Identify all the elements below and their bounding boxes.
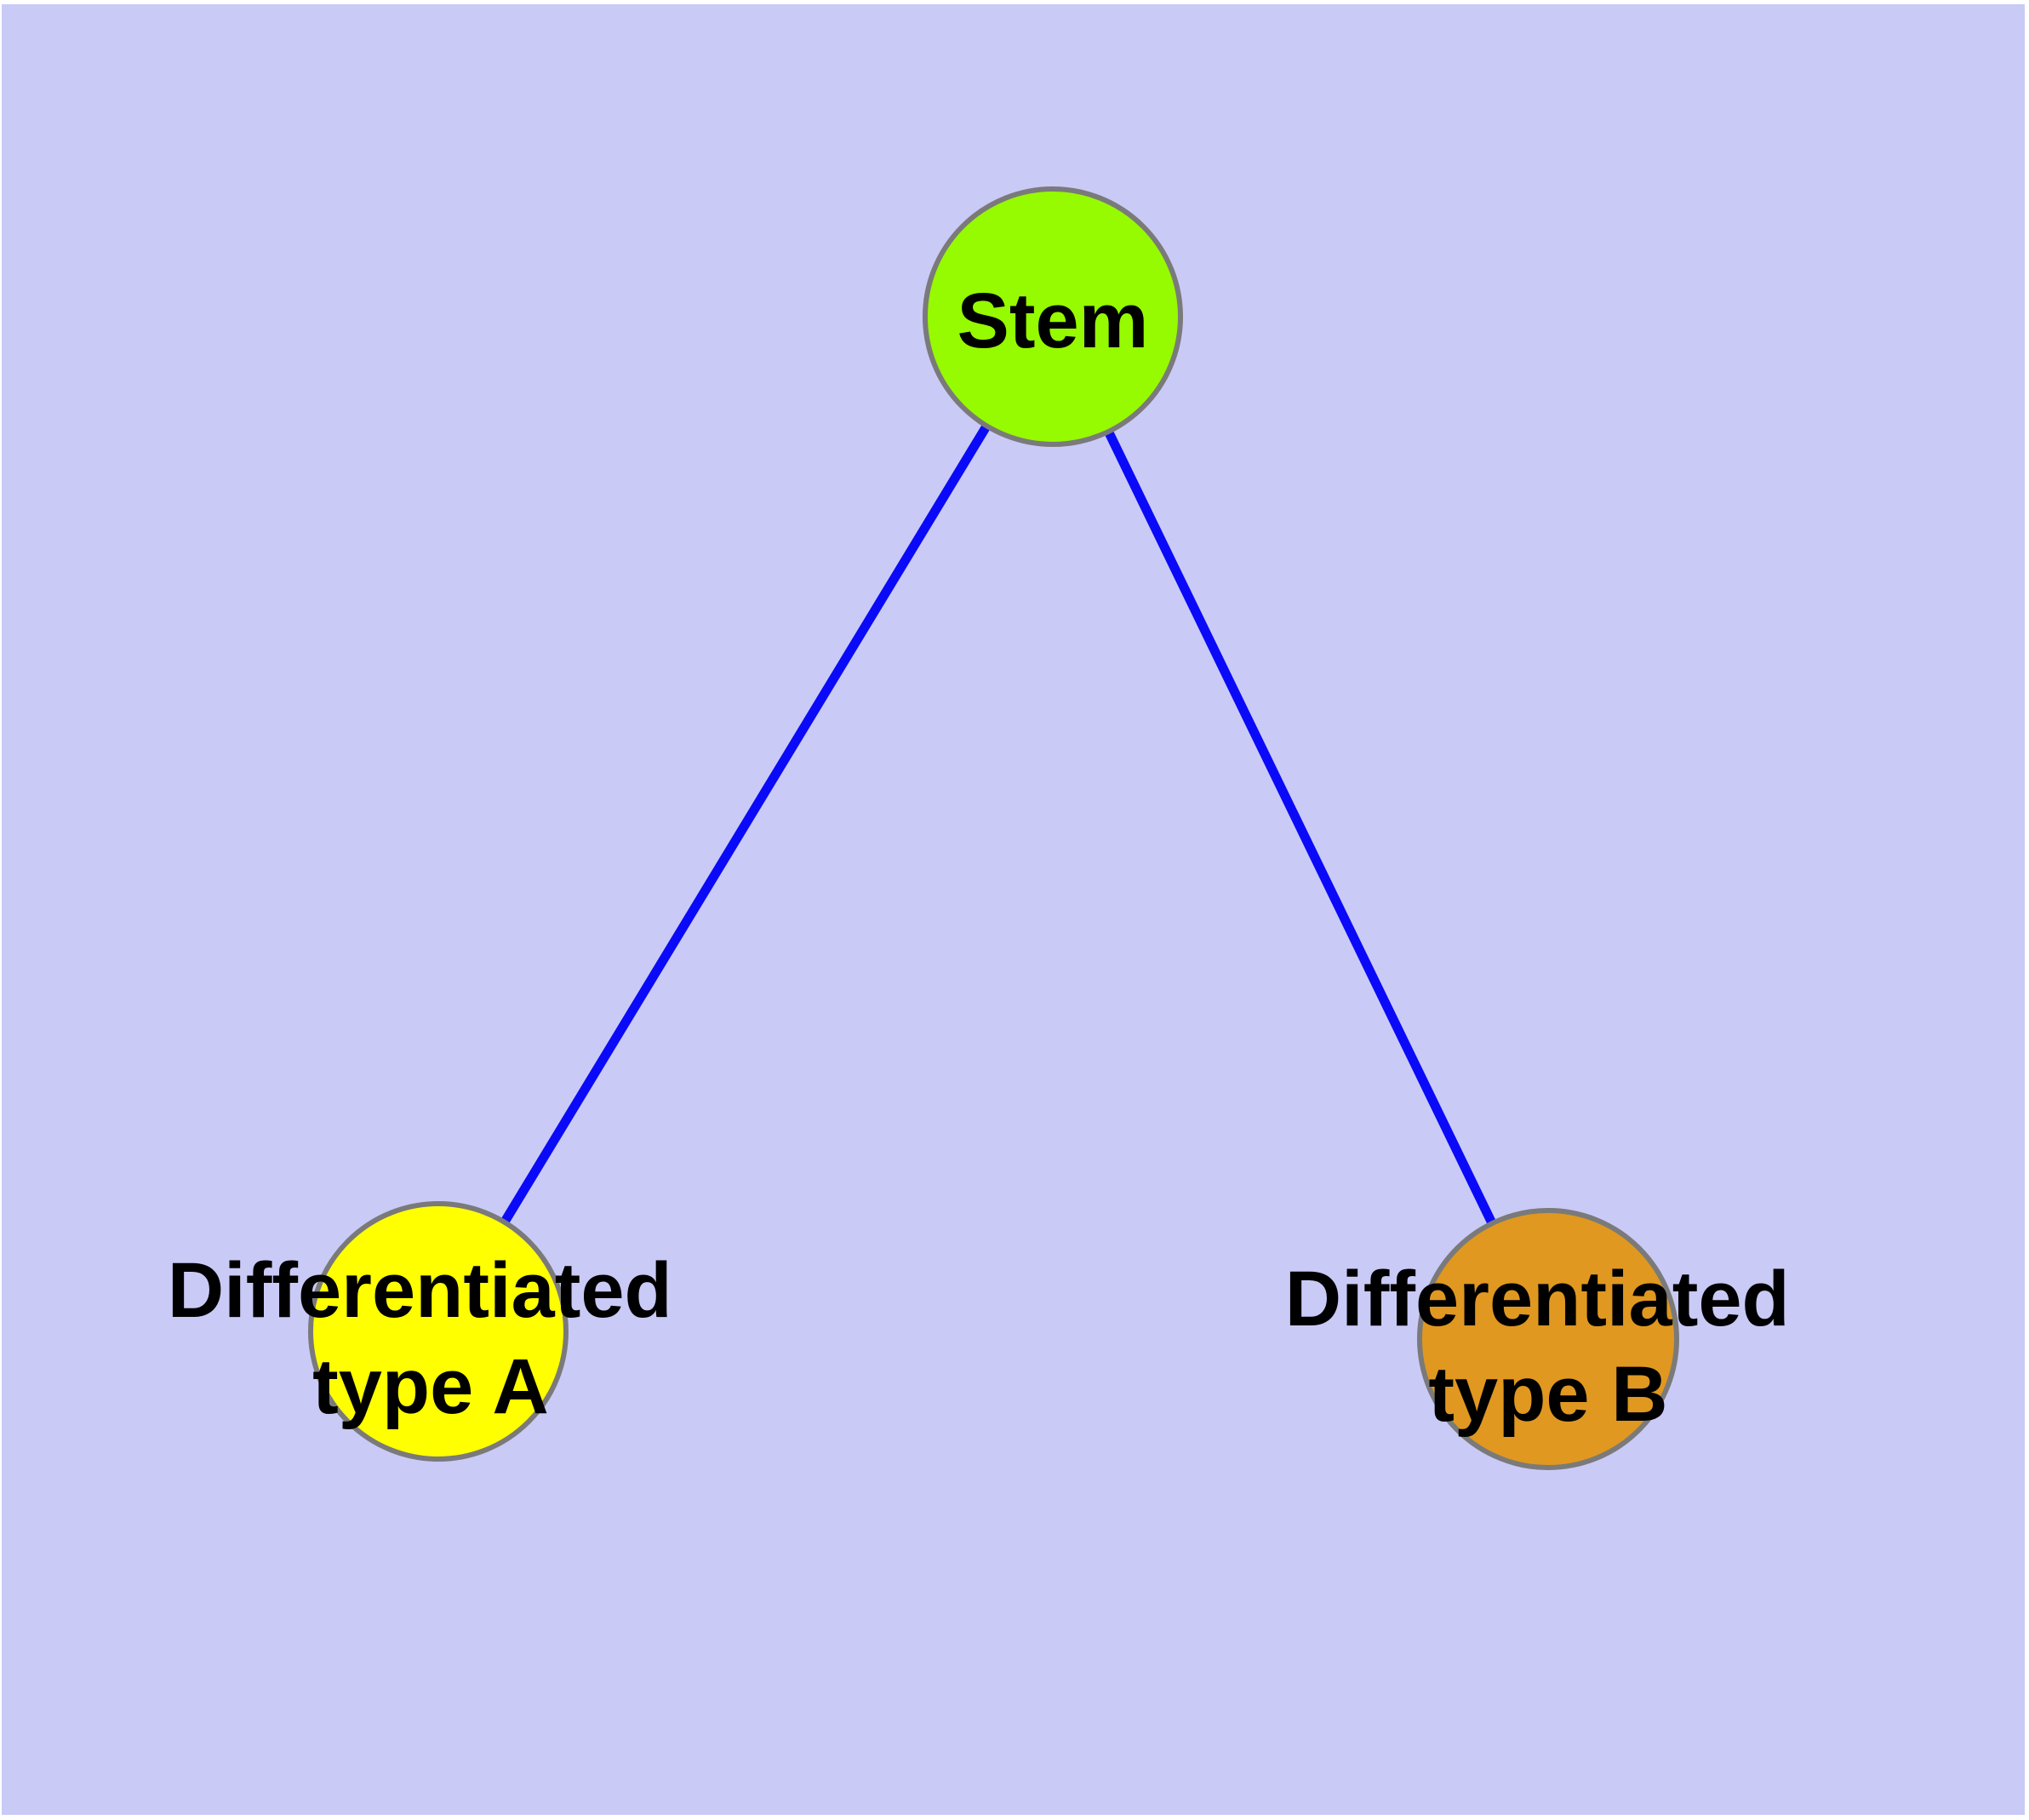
node-type-a-label-line2: type A: [312, 1343, 549, 1430]
node-stem: Stem: [923, 186, 1183, 447]
node-type-b: Differentiated type B: [1285, 1208, 1812, 1470]
node-type-b-label-line1: Differentiated: [1285, 1256, 1790, 1342]
node-stem-circle[interactable]: [923, 186, 1183, 447]
node-type-a-label-line1: Differentiated: [168, 1247, 672, 1334]
node-type-b-label-line2: type B: [1428, 1351, 1667, 1438]
node-type-a-circle[interactable]: [308, 1201, 569, 1462]
node-stem-label: Stem: [957, 278, 1149, 364]
edge-stem-to-type-b[interactable]: [1049, 314, 1552, 1342]
node-type-a: Differentiated type A: [168, 1201, 694, 1462]
node-type-b-circle[interactable]: [1417, 1208, 1679, 1470]
node-type-b-label: Differentiated type B: [1285, 1256, 1812, 1438]
node-type-a-label: Differentiated type A: [168, 1247, 694, 1430]
edge-layer: [434, 314, 1552, 1342]
edge-stem-to-type-a[interactable]: [434, 314, 1057, 1334]
